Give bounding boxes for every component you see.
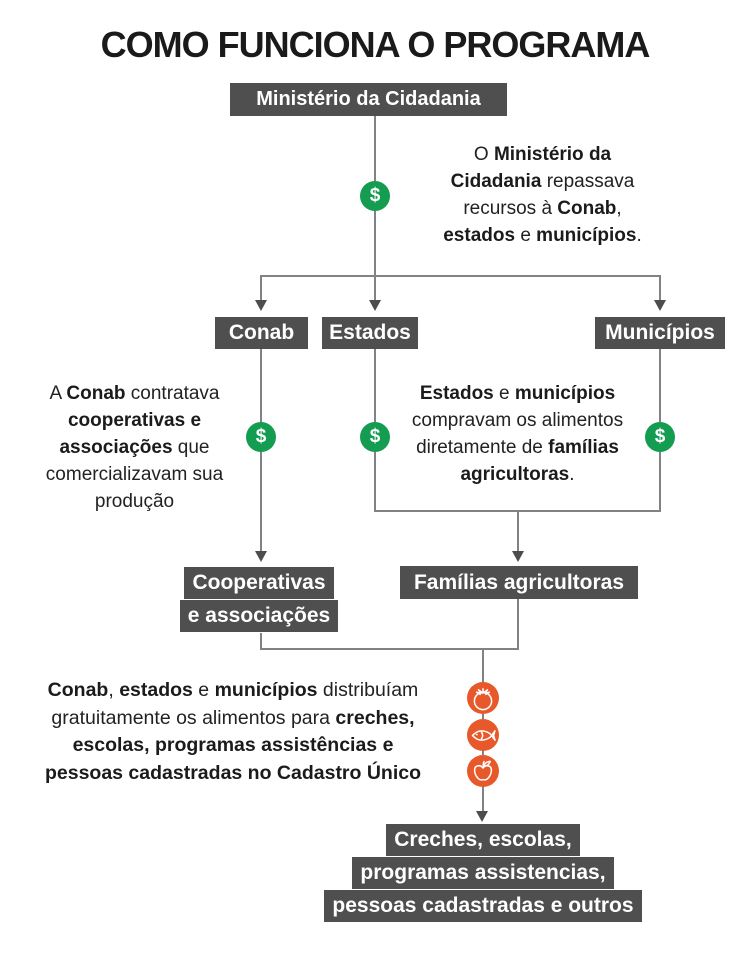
note-text-bold: estados bbox=[119, 679, 193, 701]
arrow-down-icon bbox=[512, 551, 524, 562]
note-text-bold: municípios bbox=[514, 383, 616, 404]
note-text: que bbox=[172, 437, 210, 458]
connector-cooperativas-out bbox=[260, 633, 262, 650]
note-text-bold: pessoas cadastradas no Cadastro Único bbox=[44, 761, 422, 784]
arrow-down-icon bbox=[654, 300, 666, 311]
connector-merge-horizontal bbox=[260, 648, 519, 650]
note-text: . bbox=[636, 225, 642, 246]
note-text: repassava bbox=[541, 171, 635, 192]
note-text-bold: Conab bbox=[557, 198, 617, 219]
node-estados: Estados bbox=[322, 317, 418, 349]
note-text: e bbox=[192, 679, 215, 701]
note-text: e bbox=[515, 225, 537, 246]
fish-icon bbox=[467, 719, 499, 751]
note-text-bold: Conab bbox=[47, 679, 109, 701]
note-text-bold: escolas, programas assistências e bbox=[72, 734, 394, 756]
note-text-bold: municípios bbox=[214, 679, 318, 701]
note-text: produção bbox=[94, 491, 175, 512]
node-cooperativas-e-associacoes: Cooperativas e associações bbox=[109, 566, 409, 632]
note-text-bold: creches, bbox=[335, 706, 415, 729]
node-beneficiarios: Creches, escolas, programas assistencias… bbox=[283, 823, 683, 922]
note-text-bold: Conab bbox=[66, 383, 126, 404]
note-text: gratuitamente os alimentos para bbox=[51, 706, 336, 729]
note-text-bold: cooperativas e bbox=[67, 410, 202, 431]
node-municipios: Municípios bbox=[595, 317, 725, 349]
node-beneficiarios-line3: pessoas cadastradas e outros bbox=[324, 890, 642, 922]
note-conab: A Conab contratava cooperativas e associ… bbox=[22, 380, 247, 515]
apple-icon bbox=[467, 755, 499, 787]
money-icon: $ bbox=[246, 422, 276, 452]
node-ministerio-da-cidadania: Ministério da Cidadania bbox=[230, 83, 507, 116]
note-compra: Estados e municípios compravam os alimen… bbox=[390, 380, 645, 488]
note-text: , bbox=[616, 198, 622, 219]
connector-to-familias bbox=[517, 512, 519, 552]
node-cooperativas-line1: Cooperativas bbox=[184, 567, 334, 599]
note-text: distribuíam bbox=[317, 679, 419, 701]
note-text: A bbox=[49, 383, 67, 404]
note-text: compravam os alimentos bbox=[411, 410, 624, 431]
note-text-bold: associações bbox=[59, 437, 173, 458]
connector-familias-out bbox=[517, 599, 519, 650]
note-text-bold: estados bbox=[443, 225, 516, 246]
connector-buy-horizontal bbox=[374, 510, 661, 512]
money-icon: $ bbox=[360, 422, 390, 452]
connector-to-conab bbox=[260, 277, 262, 301]
node-cooperativas-line2: e associações bbox=[179, 600, 339, 632]
note-text: , bbox=[108, 679, 120, 701]
note-text: recursos à bbox=[463, 198, 558, 219]
note-text: e bbox=[493, 383, 515, 404]
note-text-bold: Estados bbox=[419, 383, 494, 404]
connector-split-horizontal bbox=[260, 275, 661, 277]
note-text: O bbox=[473, 144, 494, 165]
note-distribuicao: Conab, estados e municípios distribuíam … bbox=[18, 677, 448, 787]
note-text: comercializavam sua bbox=[45, 464, 224, 485]
note-text-bold: municípios bbox=[536, 225, 637, 246]
page-title: COMO FUNCIONA O PROGRAMA bbox=[100, 24, 651, 65]
money-icon: $ bbox=[360, 181, 390, 211]
note-text-bold: famílias bbox=[548, 437, 619, 458]
note-text-bold: Cidadania bbox=[450, 171, 542, 192]
connector-to-estados bbox=[374, 277, 376, 301]
node-conab: Conab bbox=[215, 317, 308, 349]
arrow-down-icon bbox=[255, 551, 267, 562]
tomato-icon bbox=[467, 682, 499, 714]
arrow-down-icon bbox=[255, 300, 267, 311]
connector-to-municipios bbox=[659, 277, 661, 301]
money-icon: $ bbox=[645, 422, 675, 452]
node-beneficiarios-line1: Creches, escolas, bbox=[386, 824, 580, 856]
arrow-down-icon bbox=[369, 300, 381, 311]
arrow-down-icon bbox=[476, 811, 488, 822]
note-text-bold: agricultoras bbox=[460, 464, 570, 485]
note-text: contratava bbox=[125, 383, 220, 404]
note-text: . bbox=[569, 464, 575, 485]
node-beneficiarios-line2: programas assistencias, bbox=[352, 857, 614, 889]
note-text: diretamente de bbox=[416, 437, 549, 458]
note-repasse: O Ministério da Cidadania repassava recu… bbox=[420, 141, 665, 249]
node-familias-agricultoras: Famílias agricultoras bbox=[400, 566, 638, 599]
note-text-bold: Ministério da bbox=[493, 144, 612, 165]
